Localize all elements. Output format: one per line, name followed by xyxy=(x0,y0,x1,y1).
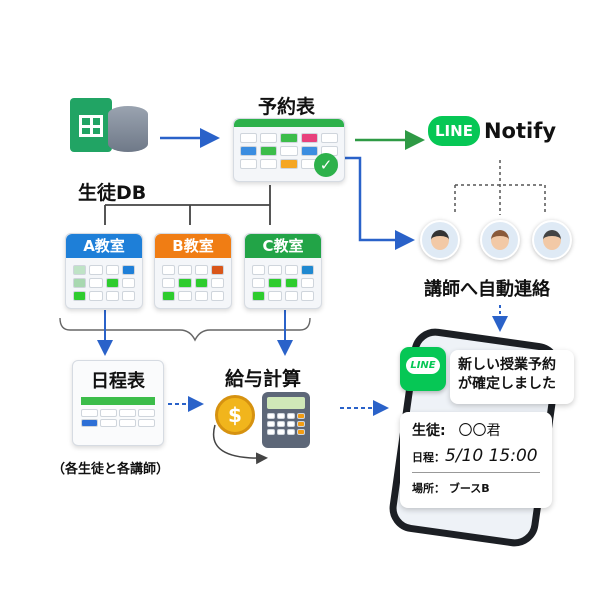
timetable-title: 日程表 xyxy=(91,371,145,392)
coins-icon: $ xyxy=(215,395,255,435)
line-notify: LINE Notify xyxy=(428,116,556,146)
database-icon xyxy=(108,106,148,152)
room-b-label: B教室 xyxy=(155,234,231,258)
spreadsheet-icon xyxy=(70,98,112,152)
notify-label: Notify xyxy=(483,119,557,143)
room-b[interactable]: B教室 xyxy=(154,233,232,309)
payroll-title: 給与計算 xyxy=(224,368,301,390)
teacher-avatar xyxy=(480,220,520,260)
room-a[interactable]: A教室 xyxy=(65,233,143,309)
schedule-table[interactable]: ✓ xyxy=(233,118,345,182)
student-db-label: 生徒DB xyxy=(78,182,147,204)
teachers-label: 講師へ自動連絡 xyxy=(424,279,550,300)
student-value: 〇〇君 xyxy=(458,423,501,439)
room-a-label: A教室 xyxy=(66,234,142,258)
calculator-icon xyxy=(262,392,310,448)
reservation-card[interactable]: 生徒: 〇〇君 日程：5/10 15:00 場所： ブースB xyxy=(400,412,552,508)
line-logo-icon: LINE xyxy=(428,116,480,146)
teacher-avatar xyxy=(420,220,460,260)
line-app-icon: LINE xyxy=(400,347,446,391)
place-label: 場所： xyxy=(412,482,445,495)
timetable-note: （各生徒と各講師） xyxy=(52,462,170,477)
date-label: 日程： xyxy=(412,451,445,464)
place-value: ブースB xyxy=(448,482,490,495)
teacher-avatar xyxy=(532,220,572,260)
timetable-doc[interactable]: 日程表 xyxy=(72,360,164,446)
student-label: 生徒: xyxy=(412,423,446,439)
room-c-label: C教室 xyxy=(245,234,321,258)
message-line-1: 新しい授業予約 xyxy=(458,357,556,373)
message-line-2: が確定しました xyxy=(458,376,556,392)
room-c[interactable]: C教室 xyxy=(244,233,322,309)
schedule-title: 予約表 xyxy=(258,96,316,118)
payroll-panel: 給与計算 xyxy=(208,358,318,398)
date-value: 5/10 15:00 xyxy=(445,446,538,466)
check-icon: ✓ xyxy=(314,153,338,177)
line-badge-text: LINE xyxy=(406,357,440,374)
notification-bubble[interactable]: 新しい授業予約 が確定しました xyxy=(450,350,574,404)
